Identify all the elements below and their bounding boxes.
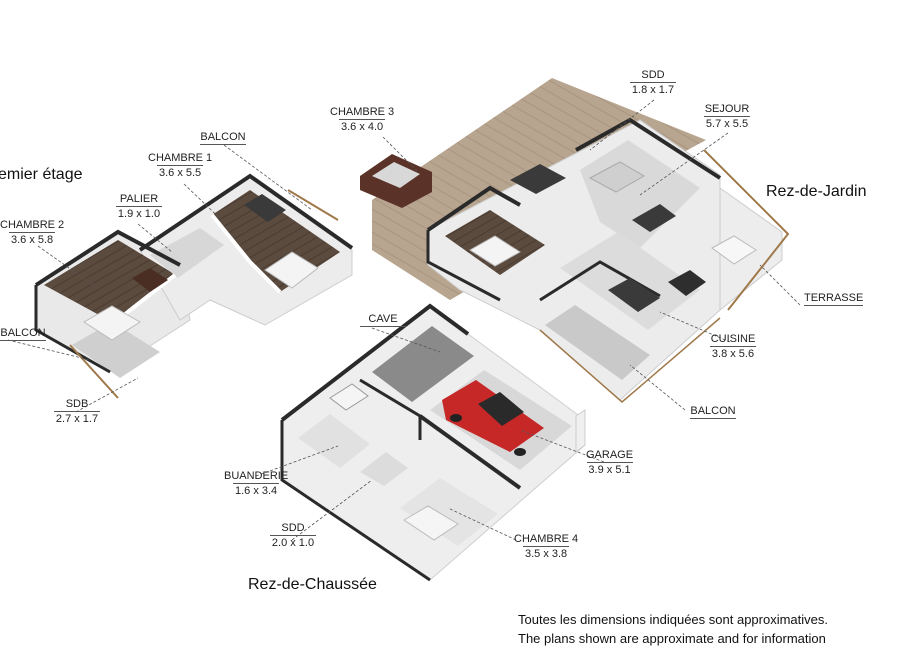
room-dim: 2.0 x 1.0	[270, 535, 316, 549]
room-name: CHAMBRE 4	[514, 533, 579, 545]
palier-floor	[150, 228, 224, 278]
room-name: SDD	[641, 69, 665, 81]
rez-de-chaussee-plan	[280, 303, 586, 582]
floor-title-rez-de-chaussee: Rez-de-Chaussée	[248, 576, 377, 593]
room-name: SDB	[65, 398, 89, 410]
room-name: CUISINE	[710, 333, 756, 345]
chambre4-floor	[400, 478, 498, 546]
room-dim: 3.9 x 5.1	[586, 462, 633, 476]
room-name: BUANDERIE	[224, 470, 289, 482]
room-name: BALCON	[690, 405, 736, 419]
label-cave: CAVE	[360, 312, 406, 327]
room-name: TERRASSE	[804, 292, 864, 306]
floor-title-rez-de-jardin: Rez-de-Jardin	[766, 183, 867, 200]
chambre2-floor	[44, 240, 176, 322]
red-car-icon	[442, 380, 544, 456]
room-dim: 1.6 x 3.4	[233, 483, 280, 497]
disclaimer-en: The plans shown are approximate and for …	[518, 631, 826, 646]
room-name: PALIER	[119, 193, 159, 205]
label-balcon-right: BALCON	[690, 404, 736, 419]
premier-etage-plan	[34, 173, 354, 399]
rez-de-jardin-plan	[360, 78, 790, 403]
room-name: CHAMBRE 1	[148, 152, 213, 164]
room-dim: 3.6 x 4.0	[339, 119, 386, 133]
room-dim: 2.7 x 1.7	[54, 411, 100, 425]
room-dim: 1.8 x 1.7	[630, 82, 676, 96]
room-name: BALCON	[200, 131, 246, 145]
balcon-floor	[545, 305, 650, 380]
floor-title-premier: emier étage	[0, 166, 83, 183]
buanderie-floor	[298, 414, 370, 468]
room-name: GARAGE	[586, 449, 634, 461]
room-name: SEJOUR	[704, 103, 750, 115]
room-name: SDD	[281, 522, 305, 534]
label-terrasse: TERRASSE	[804, 291, 864, 306]
room-name: BALCON	[0, 327, 46, 341]
room-dim: 3.5 x 3.8	[523, 546, 570, 560]
disclaimer-fr: Toutes les dimensions indiquées sont app…	[518, 612, 829, 627]
room-dim: 5.7 x 5.5	[704, 116, 750, 130]
sdb-floor	[72, 322, 160, 378]
room-dim: 3.6 x 5.8	[9, 232, 56, 246]
room-name: CHAMBRE 2	[0, 219, 65, 231]
sdd-floor	[360, 452, 408, 486]
leader-lines	[7, 99, 801, 541]
label-balcon-top: BALCON	[200, 130, 246, 145]
cave-floor	[372, 326, 474, 402]
room-dim: 3.6 x 5.5	[157, 165, 204, 179]
label-balcon-left: BALCON	[0, 326, 46, 341]
room-dim: 3.8 x 5.6	[710, 346, 756, 360]
room-name: CAVE	[360, 312, 406, 327]
room-name: CHAMBRE 3	[330, 106, 395, 118]
room-dim: 1.9 x 1.0	[116, 206, 162, 220]
